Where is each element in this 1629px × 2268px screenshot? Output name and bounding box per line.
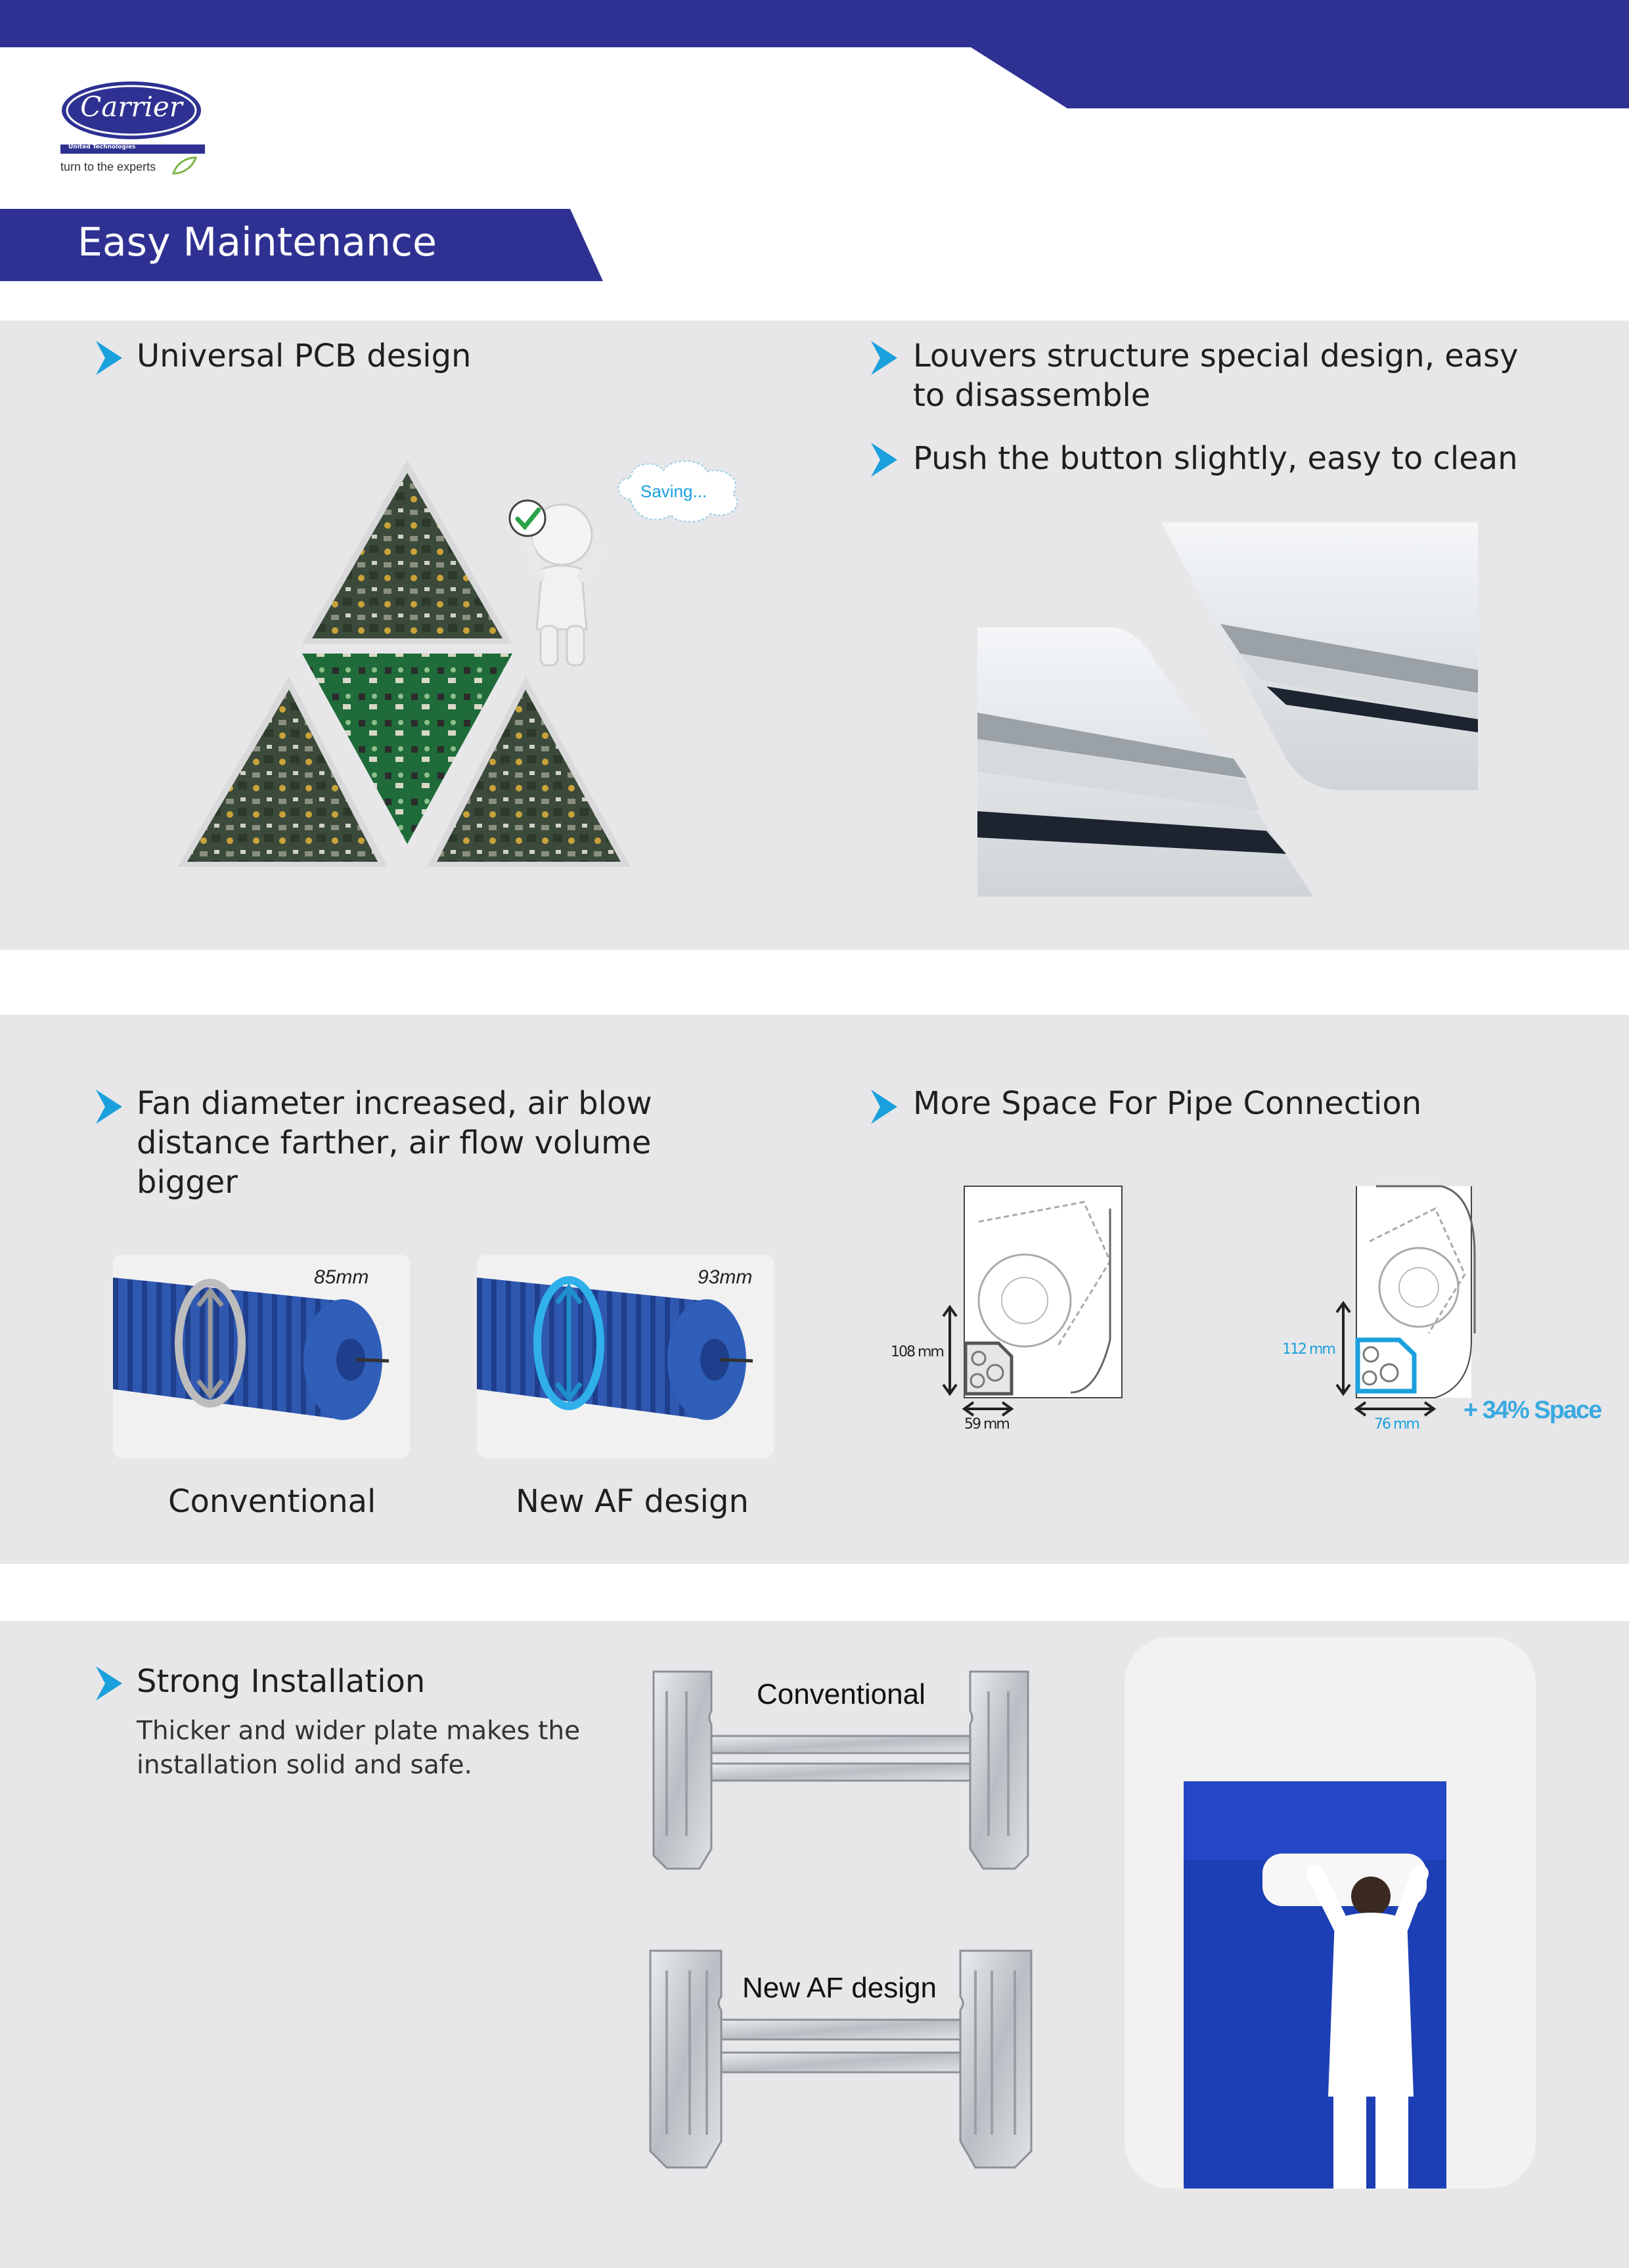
plate-conventional — [652, 1670, 1029, 1870]
chevron-right-icon — [871, 443, 897, 477]
installation-description: Thicker and wider plate makes the instal… — [137, 1716, 581, 1780]
chevron-right-icon — [871, 341, 897, 375]
conv-height-label: 108 mm — [891, 1344, 945, 1360]
thought-bubble — [617, 460, 738, 523]
chevron-right-icon — [96, 341, 122, 375]
leaf-icon — [171, 156, 197, 175]
fan-new-size: 93mm — [698, 1266, 753, 1288]
installation-photo — [1125, 1637, 1536, 2189]
louver-photos — [977, 522, 1478, 897]
fan-conventional-size: 85mm — [314, 1266, 369, 1288]
pipe-diagram-conventional — [942, 1186, 1123, 1417]
fan-title: Fan diameter increased, air blow distanc… — [137, 1085, 652, 1201]
banner-title: Easy Maintenance — [78, 219, 437, 265]
new-width-label: 76 mm — [1374, 1416, 1420, 1433]
checkmark-icon — [508, 499, 547, 537]
chevron-right-icon — [96, 1666, 122, 1701]
tagline: turn to the experts — [60, 160, 156, 173]
pcb-title: Universal PCB design — [137, 338, 472, 374]
chevron-right-icon — [96, 1090, 122, 1124]
section-banner — [0, 209, 603, 281]
chevron-right-icon — [871, 1090, 897, 1124]
louvers-title: Louvers structure special design, easy t… — [913, 338, 1519, 414]
mascot-figure — [519, 503, 606, 667]
push-button-title: Push the button slightly, easy to clean — [913, 440, 1518, 477]
sub-brand: United Technologies — [68, 144, 136, 150]
pipe-title: More Space For Pipe Connection — [913, 1085, 1422, 1122]
plate-new — [649, 1949, 1033, 2169]
logo-text: Carrier — [80, 91, 183, 123]
fan-caption-new: New AF design — [516, 1483, 749, 1520]
conv-width-label: 59 mm — [964, 1416, 1010, 1433]
new-height-label: 112 mm — [1282, 1341, 1336, 1358]
space-gain-label: + 34% Space — [1463, 1396, 1602, 1424]
plate-new-label: New AF design — [742, 1972, 937, 2004]
fan-caption-conventional: Conventional — [168, 1483, 376, 1520]
header-band — [0, 0, 1629, 108]
carrier-logo-icon — [62, 81, 201, 139]
installation-title: Strong Installation — [137, 1663, 426, 1700]
fan-conventional-photo — [113, 1255, 410, 1458]
plate-conventional-label: Conventional — [757, 1678, 926, 1710]
fan-new-photo — [477, 1255, 774, 1458]
bubble-text: Saving... — [640, 481, 707, 501]
pipe-diagram-new — [1335, 1185, 1476, 1417]
carrier-logo: Carrier United Technologies turn to the … — [59, 79, 217, 177]
pcb-collage — [177, 460, 631, 867]
